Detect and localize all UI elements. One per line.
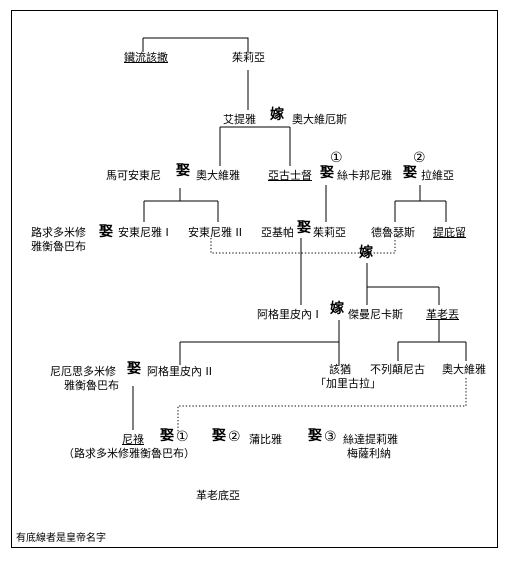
person-octavia: 奧大維雅 bbox=[196, 169, 240, 182]
wife-number-3: ③ bbox=[324, 429, 337, 445]
caligula-underline bbox=[329, 363, 351, 376]
wife-number-1: ① bbox=[330, 150, 343, 166]
married-symbol: 娶 bbox=[308, 428, 322, 444]
person-nero: 尼祿 bbox=[122, 433, 144, 446]
wife-number-1: ① bbox=[176, 429, 189, 445]
person-atia: 艾提雅 bbox=[223, 113, 256, 126]
person-caligula-alias: 「加里古拉」 bbox=[315, 377, 381, 390]
married-symbol: 娶 bbox=[403, 165, 417, 181]
person-livia: 拉維亞 bbox=[421, 169, 454, 182]
legend-note: 有底線者是皇帝名字 bbox=[16, 533, 106, 544]
line-atia-children bbox=[219, 126, 291, 166]
person-gnaeus-domitius: 尼厄思多米修 bbox=[50, 365, 116, 378]
person-agrippina-2: 阿格里皮內 II bbox=[147, 365, 212, 378]
married-to-symbol: 嫁 bbox=[359, 245, 373, 261]
person-statilia-messalina: 梅薩利納 bbox=[347, 447, 391, 460]
line-claudius-children bbox=[397, 320, 467, 361]
person-lucius-ahenobarbus: 雅衡魯巴布 bbox=[31, 240, 86, 253]
person-julia-2: 茱莉亞 bbox=[313, 226, 346, 239]
person-gnaeus-ahenobarbus: 雅衡魯巴布 bbox=[64, 379, 119, 392]
person-antonia-1: 安東尼雅 I bbox=[118, 226, 169, 239]
person-octavia-2: 奧大維雅 bbox=[442, 363, 486, 376]
person-augustus: 亞古士督 bbox=[268, 169, 312, 182]
married-symbol: 娶 bbox=[176, 163, 190, 179]
wife-number-2: ② bbox=[228, 429, 241, 445]
person-poppaea: 蒲比雅 bbox=[249, 433, 282, 446]
person-nero-birthname: （路求多米修雅衡魯巴布） bbox=[63, 447, 195, 460]
married-symbol: 娶 bbox=[212, 428, 226, 444]
married-symbol: 娶 bbox=[99, 224, 113, 240]
person-octavius: 奧大維厄斯 bbox=[292, 113, 347, 126]
person-claudius: 革老丟 bbox=[426, 308, 459, 321]
line-germanicus-claudius bbox=[366, 263, 440, 305]
person-agrippa: 亞基帕 bbox=[261, 226, 294, 239]
line-agrippina1-children bbox=[179, 320, 340, 365]
married-to-symbol: 嫁 bbox=[270, 107, 284, 123]
person-tiberius: 提庇留 bbox=[433, 226, 466, 239]
married-symbol: 娶 bbox=[297, 220, 311, 236]
person-claudia: 革老底亞 bbox=[196, 489, 240, 502]
person-caligula: 該猶 bbox=[329, 363, 351, 376]
person-germanicus: 傑曼尼卡斯 bbox=[348, 308, 403, 321]
line-livia-children bbox=[394, 185, 447, 222]
wife-number-2: ② bbox=[413, 150, 426, 166]
married-to-symbol: 嫁 bbox=[330, 301, 344, 317]
person-agrippina-1: 阿格里皮內 I bbox=[257, 308, 319, 321]
person-julius-caesar: 鑶流該撒 bbox=[124, 51, 168, 64]
married-symbol: 娶 bbox=[160, 428, 174, 444]
married-symbol: 娶 bbox=[127, 361, 141, 377]
married-symbol: 娶 bbox=[320, 165, 334, 181]
person-statilia: 絲達提莉雅 bbox=[343, 433, 398, 446]
diagram-frame bbox=[11, 10, 498, 548]
line-antonia-bracket bbox=[143, 188, 219, 222]
dotted-antonia2-drusus bbox=[210, 238, 367, 254]
person-drusus: 德魯瑟斯 bbox=[371, 226, 415, 239]
dotted-octavia-nero bbox=[177, 378, 467, 434]
person-antonia-2: 安東尼雅 II bbox=[188, 226, 242, 239]
line-top-bracket bbox=[142, 37, 249, 52]
person-scribonia: 絲卡邦尼雅 bbox=[337, 169, 392, 182]
person-lucius-domitius: 路求多米修 bbox=[31, 226, 86, 239]
person-britannicus: 不列顛尼古 bbox=[370, 363, 425, 376]
person-julia: 茱莉亞 bbox=[232, 51, 265, 64]
person-marcus-antonius: 馬可安東尼 bbox=[106, 169, 161, 182]
